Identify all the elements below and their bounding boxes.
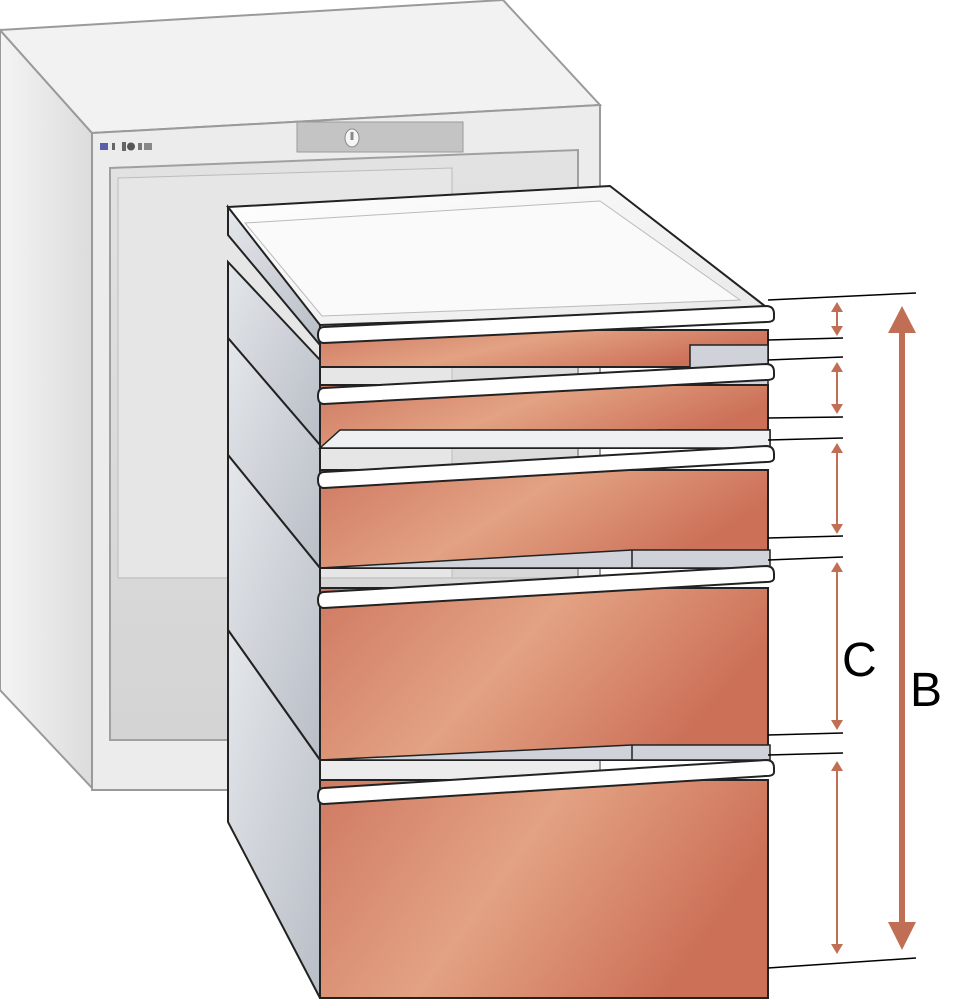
extension-line-8: [767, 752, 844, 756]
cabinet-left-side: [0, 28, 93, 791]
drawer-5: [316, 744, 775, 999]
drawer-side-panels: [227, 204, 321, 999]
drawer-1-handle: [316, 304, 775, 345]
extension-line-3: [767, 416, 844, 419]
top-tray: [226, 184, 773, 327]
drawer-3-rim: [318, 429, 771, 449]
drawer-5-handle: [316, 758, 775, 806]
extension-line-4: [767, 437, 844, 441]
drawer-3-handle: [316, 444, 775, 490]
dimension-label-c: C: [842, 634, 877, 687]
extension-line-5: [767, 535, 844, 539]
drawer-fronts: [316, 304, 775, 999]
drawer-height-arrow-1: [831, 302, 843, 336]
dimension-extension-lines: [767, 292, 917, 969]
extension-line-7: [767, 732, 844, 736]
extension-line-bottom: [767, 957, 917, 969]
drawer-2-handle: [316, 362, 775, 406]
drawer-4-front: [319, 587, 769, 761]
lock-plate: [296, 121, 464, 153]
extension-line-1: [767, 337, 844, 341]
extension-line-2: [767, 356, 844, 361]
drawer-height-arrows: [831, 302, 843, 954]
top-tray-inner: [243, 200, 742, 317]
drawer-5-interior: [319, 744, 771, 761]
drawer-height-arrow-4: [831, 562, 843, 730]
drawer-height-arrow-2: [831, 362, 843, 414]
drawer-4-interior: [319, 549, 771, 569]
drawer-4: [316, 549, 775, 761]
lock-icon: [344, 128, 360, 148]
total-height-arrow: [888, 306, 916, 950]
drawer-5-front: [319, 779, 769, 999]
drawer-4-handle: [316, 564, 775, 610]
dimension-label-b: B: [910, 664, 942, 717]
extension-line-top: [767, 292, 917, 301]
brand-logo: [100, 142, 152, 151]
drawer-height-arrow-5: [831, 761, 843, 954]
extension-line-6: [767, 556, 844, 561]
drawer-height-arrow-3: [831, 443, 843, 534]
